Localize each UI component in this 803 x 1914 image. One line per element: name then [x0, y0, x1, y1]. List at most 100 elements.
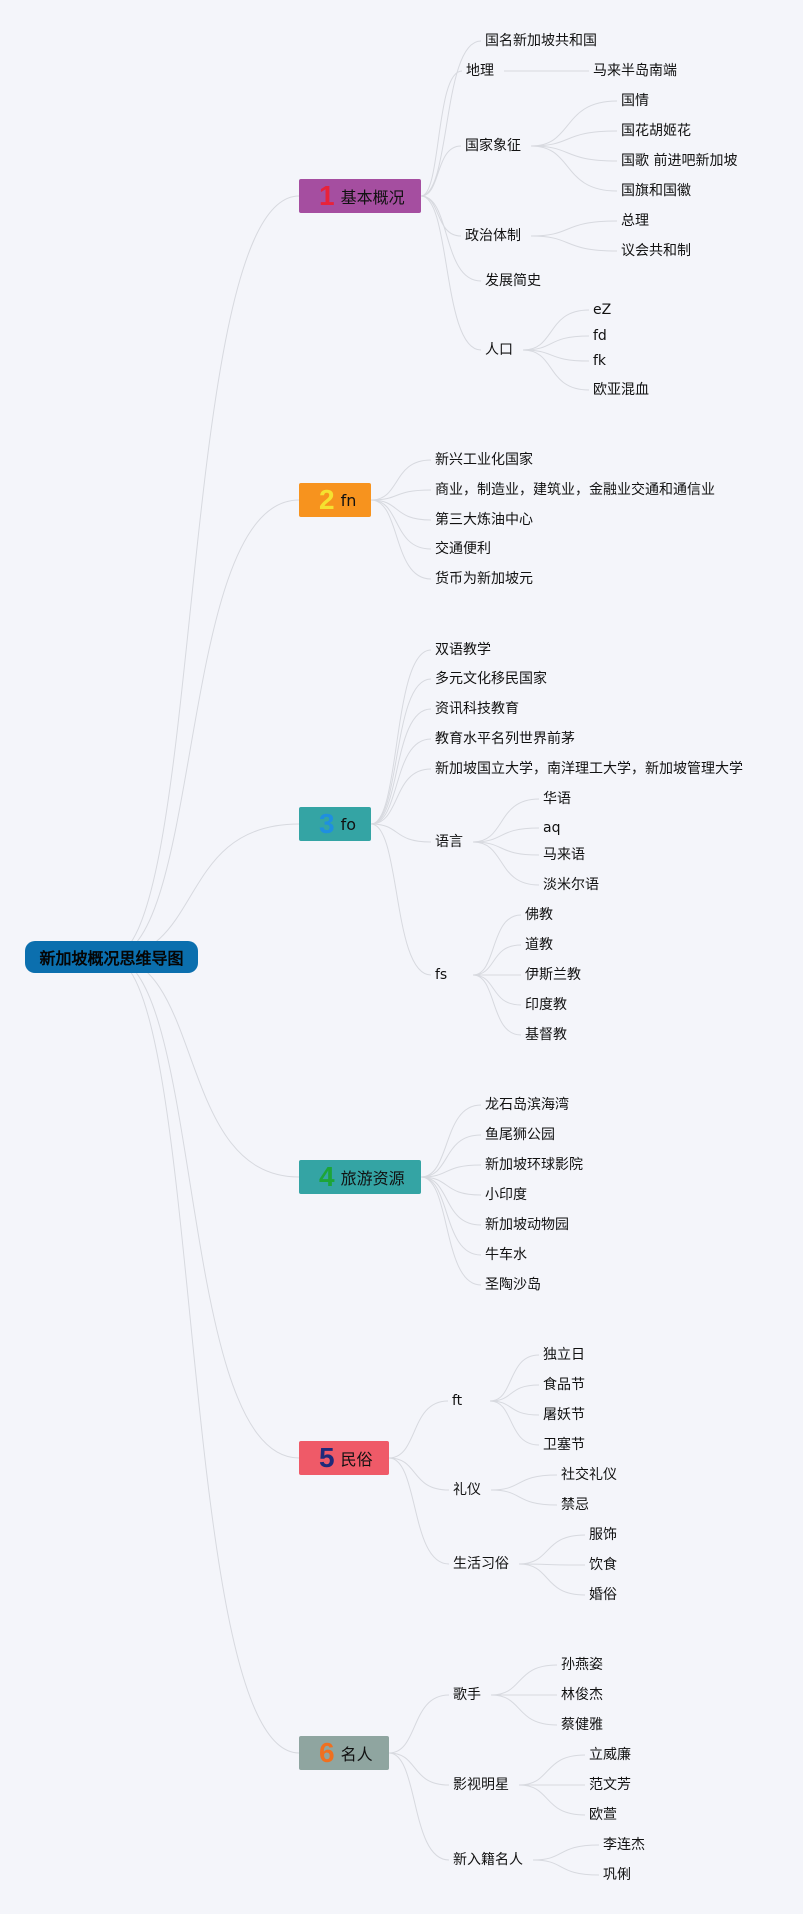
connector-line: [420, 1176, 482, 1226]
connector-line: [518, 1754, 586, 1786]
subtopic-item[interactable]: 林俊杰: [561, 1687, 603, 1703]
subtopic-item[interactable]: 立威廉: [589, 1747, 631, 1763]
topic-item[interactable]: 歌手: [453, 1687, 481, 1703]
topic-item[interactable]: 第三大炼油中心: [435, 512, 533, 528]
subtopic-item[interactable]: 淡米尔语: [543, 877, 599, 893]
connector-line: [489, 1400, 540, 1446]
branch-number: 5: [319, 1442, 335, 1473]
connector-line: [370, 499, 432, 550]
subtopic-item[interactable]: 国情: [621, 93, 649, 109]
subtopic-item[interactable]: 独立日: [543, 1347, 585, 1363]
subtopic-item[interactable]: fk: [593, 353, 607, 369]
connector-line: [420, 1176, 482, 1196]
subtopic-item[interactable]: 国歌 前进吧新加坡: [621, 153, 738, 169]
topic-item[interactable]: 新入籍名人: [453, 1852, 523, 1868]
subtopic-item[interactable]: 马来半岛南端: [593, 63, 677, 79]
subtopic-item[interactable]: 国花胡姬花: [621, 123, 691, 139]
subtopic-item[interactable]: fd: [593, 328, 607, 344]
subtopic-item[interactable]: 禁忌: [561, 1497, 589, 1513]
subtopic-item[interactable]: 印度教: [525, 997, 567, 1013]
connector-line: [522, 349, 590, 391]
connector-line: [472, 827, 540, 843]
topic-item[interactable]: 商业，制造业，建筑业，金融业交通和通信业: [435, 482, 715, 498]
subtopic-item[interactable]: 佛教: [525, 907, 553, 923]
subtopic-item[interactable]: 议会共和制: [621, 243, 691, 259]
topic-item[interactable]: 新加坡环球影院: [485, 1157, 583, 1173]
topic-item[interactable]: 货币为新加坡元: [435, 571, 533, 587]
topic-item[interactable]: 生活习俗: [453, 1556, 509, 1572]
connector-line: [388, 1457, 450, 1491]
subtopic-item[interactable]: 国旗和国徽: [621, 183, 691, 199]
topic-item[interactable]: 影视明星: [453, 1777, 509, 1793]
subtopic-item[interactable]: 伊斯兰教: [525, 967, 581, 983]
connector-line: [489, 1400, 540, 1416]
subtopic-item[interactable]: 蔡健雅: [561, 1717, 603, 1733]
subtopic-item[interactable]: 食品节: [543, 1377, 585, 1393]
connector-line: [472, 914, 522, 976]
connector-line: [530, 220, 618, 237]
topic-item[interactable]: 多元文化移民国家: [435, 671, 547, 687]
topic-item[interactable]: 语言: [435, 834, 463, 850]
topic-item[interactable]: 龙石岛滨海湾: [485, 1097, 569, 1113]
subtopic-item[interactable]: 屠妖节: [543, 1407, 585, 1423]
connector-line: [370, 823, 432, 843]
topic-item[interactable]: fs: [435, 967, 448, 983]
topic-item[interactable]: 教育水平名列世界前茅: [435, 731, 575, 747]
topic-item[interactable]: 鱼尾狮公园: [485, 1127, 555, 1143]
subtopic-item[interactable]: 道教: [525, 937, 553, 953]
connector-line: [518, 1784, 586, 1816]
subtopic-item[interactable]: 马来语: [543, 847, 585, 863]
connector-line: [490, 1664, 558, 1696]
subtopic-item[interactable]: 欧萱: [589, 1807, 617, 1823]
topic-item[interactable]: 新兴工业化国家: [435, 452, 533, 468]
branch-label: 民俗: [340, 1450, 373, 1469]
topic-item[interactable]: 新加坡动物园: [485, 1217, 569, 1233]
connector-line: [370, 459, 432, 501]
topic-item[interactable]: 新加坡国立大学，南洋理工大学，新加坡管理大学: [435, 761, 743, 777]
topic-item[interactable]: 地理: [466, 63, 494, 79]
connector-line: [370, 708, 432, 825]
subtopic-item[interactable]: 社交礼仪: [561, 1467, 617, 1483]
connector-line: [388, 1694, 450, 1754]
connector-line: [420, 1176, 482, 1256]
topic-item[interactable]: 双语教学: [435, 642, 491, 658]
topic-item[interactable]: 资讯科技教育: [435, 701, 519, 717]
subtopic-item[interactable]: 华语: [543, 791, 571, 807]
branch-label: fo: [340, 814, 356, 834]
subtopic-item[interactable]: 卫塞节: [543, 1437, 585, 1453]
subtopic-item[interactable]: 饮食: [589, 1557, 617, 1573]
topic-item[interactable]: 人口: [485, 342, 513, 358]
topic-item[interactable]: 交通便利: [435, 541, 491, 557]
subtopic-item[interactable]: eZ: [593, 302, 612, 318]
subtopic-item[interactable]: aq: [543, 820, 561, 836]
subtopic-item[interactable]: 孙燕姿: [561, 1657, 603, 1673]
connector-line: [370, 649, 432, 825]
subtopic-item[interactable]: 范文芳: [589, 1777, 631, 1793]
topic-item[interactable]: 小印度: [485, 1187, 527, 1203]
subtopic-item[interactable]: 总理: [621, 213, 649, 229]
topic-item[interactable]: 礼仪: [453, 1482, 481, 1498]
connector-line: [489, 1384, 540, 1402]
subtopic-item[interactable]: 婚俗: [589, 1587, 617, 1603]
subtopic-item[interactable]: 巩俐: [603, 1867, 631, 1883]
topic-item[interactable]: 圣陶沙岛: [485, 1277, 541, 1293]
subtopic-item[interactable]: 服饰: [589, 1527, 617, 1543]
topic-item[interactable]: 发展简史: [485, 273, 541, 289]
topic-item[interactable]: 牛车水: [485, 1247, 527, 1263]
connector-line: [522, 349, 590, 362]
topic-item[interactable]: ft: [452, 1393, 463, 1409]
connector-line: [518, 1534, 586, 1565]
topic-item[interactable]: 国家象征: [465, 138, 521, 154]
root-node[interactable]: 新加坡概况思维导图: [25, 941, 198, 973]
subtopic-item[interactable]: 李连杰: [603, 1837, 645, 1853]
branch-node-5[interactable]: 5 民俗: [299, 1441, 389, 1475]
topic-item[interactable]: 国名新加坡共和国: [485, 33, 597, 49]
subtopic-item[interactable]: 基督教: [525, 1027, 567, 1043]
topic-item[interactable]: 政治体制: [465, 228, 521, 244]
subtopic-item[interactable]: 欧亚混血: [593, 382, 649, 398]
